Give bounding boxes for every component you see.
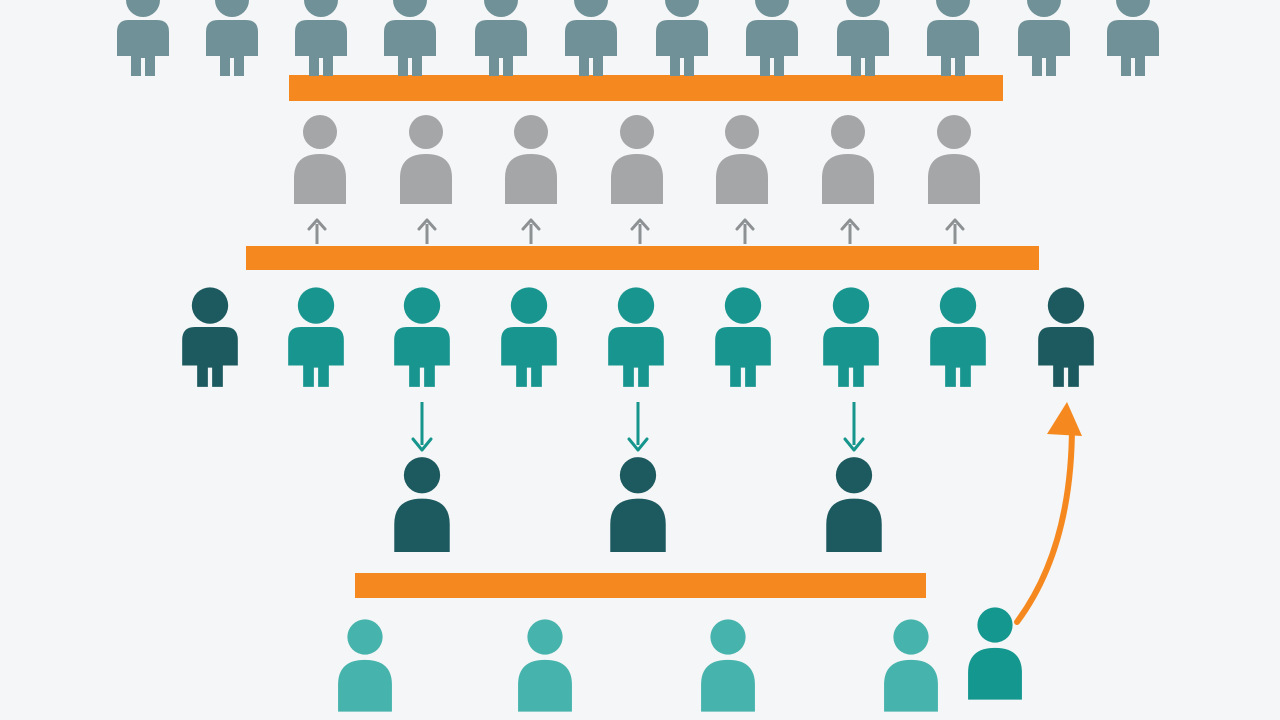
person-full-icon-top-10 xyxy=(927,0,979,76)
person-full-icon-top-5 xyxy=(475,0,527,76)
person-full-icon-top-8 xyxy=(746,0,798,76)
person-bust-icon-gray-5 xyxy=(716,115,768,204)
bars-layer xyxy=(246,75,1039,598)
arrow-up-icon-6 xyxy=(840,218,860,244)
arrow-up-icon-2 xyxy=(417,218,437,244)
arrow-up-icon-4 xyxy=(630,218,650,244)
person-full-icon-middle-5 xyxy=(608,287,664,387)
person-bust-icon-gray-6 xyxy=(822,115,874,204)
person-full-icon-middle-9 xyxy=(1038,287,1094,387)
person-full-icon-middle-2 xyxy=(288,287,344,387)
people-layer xyxy=(117,0,1159,712)
person-full-icon-middle-8 xyxy=(930,287,986,387)
curved-arrow-up-icon xyxy=(1014,402,1082,625)
arrow-up-icon-3 xyxy=(521,218,541,244)
person-full-icon-top-11 xyxy=(1018,0,1070,76)
person-bust-icon-bottom-3 xyxy=(701,619,755,712)
arrow-up-icon-7 xyxy=(945,218,965,244)
person-bust-icon-gray-3 xyxy=(505,115,557,204)
person-bust-icon-selected-3 xyxy=(826,457,882,552)
person-bust-icon-selected-2 xyxy=(610,457,666,552)
person-full-icon-top-1 xyxy=(117,0,169,76)
person-full-icon-top-4 xyxy=(384,0,436,76)
person-bust-icon-promoted xyxy=(968,607,1022,700)
person-bust-icon-bottom-4 xyxy=(884,619,938,712)
arrows-layer xyxy=(307,218,1082,625)
person-full-icon-middle-7 xyxy=(823,287,879,387)
person-bust-icon-gray-7 xyxy=(928,115,980,204)
orange-bar-3 xyxy=(355,573,926,598)
arrow-down-icon-2 xyxy=(627,402,649,452)
arrow-up-icon-1 xyxy=(307,218,327,244)
person-bust-icon-gray-2 xyxy=(400,115,452,204)
arrow-up-icon-5 xyxy=(735,218,755,244)
person-full-icon-top-12 xyxy=(1107,0,1159,76)
person-full-icon-middle-1 xyxy=(182,287,238,387)
person-bust-icon-gray-4 xyxy=(611,115,663,204)
person-full-icon-middle-4 xyxy=(501,287,557,387)
person-bust-icon-bottom-2 xyxy=(518,619,572,712)
arrow-down-icon-3 xyxy=(843,402,865,452)
person-full-icon-top-6 xyxy=(565,0,617,76)
person-full-icon-top-2 xyxy=(206,0,258,76)
person-bust-icon-gray-1 xyxy=(294,115,346,204)
orange-bar-1 xyxy=(289,75,1003,101)
person-bust-icon-selected-1 xyxy=(394,457,450,552)
person-full-icon-top-9 xyxy=(837,0,889,76)
person-full-icon-top-7 xyxy=(656,0,708,76)
arrow-down-icon-1 xyxy=(411,402,433,452)
orange-bar-2 xyxy=(246,246,1039,270)
person-full-icon-top-3 xyxy=(295,0,347,76)
person-full-icon-middle-3 xyxy=(394,287,450,387)
person-bust-icon-bottom-1 xyxy=(338,619,392,712)
person-full-icon-middle-6 xyxy=(715,287,771,387)
